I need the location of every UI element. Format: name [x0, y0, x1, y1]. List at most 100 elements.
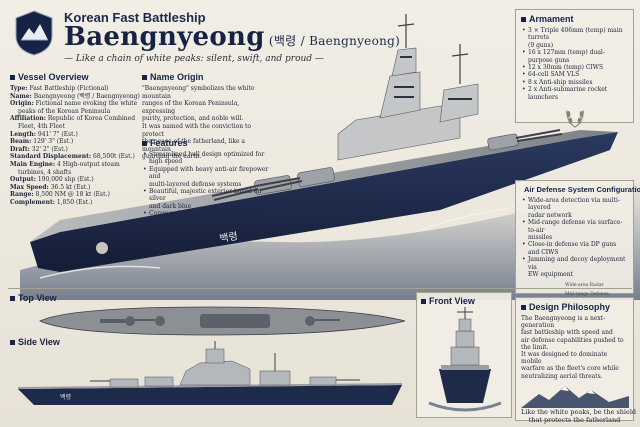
overview-row: Max Speed: 36.5 kt (Est.) [10, 184, 138, 192]
overview-key: Length: [10, 130, 36, 138]
overview-value: 1,850 (Est.) [56, 198, 93, 206]
overview-key: Max Speed: [10, 183, 49, 191]
overview-row: Affiliation: Republic of Korea Combined [10, 115, 138, 123]
feature-item: Streamlined hull design optimized for hi… [142, 151, 270, 166]
design-philosophy-panel: Design Philosophy The Baengnyeong is a n… [515, 297, 637, 424]
design-philosophy-line: warfare as the fleet's core while [521, 365, 619, 373]
battleship-main-illustration: 백령 [20, 14, 640, 300]
vessel-overview-section: Vessel Overview Type: Fast Battleship (F… [10, 72, 140, 207]
feature-item: Equipped with heavy anti-air firepower a… [142, 166, 270, 188]
features-heading: Features [150, 138, 188, 148]
overview-row: Range: 8,500 NM @ 18 kt (Est.) [10, 191, 138, 199]
top-view-drawing [39, 306, 406, 336]
overview-value: Baengnyeong (백령 / Baengnyeong) [33, 92, 140, 100]
armament-item: 16 x 127mm (temp) dual-purpose guns [521, 49, 628, 64]
overview-key: Type: [10, 85, 28, 92]
section-marker-icon [142, 140, 147, 146]
mountain-emblem-icon [15, 10, 53, 56]
overview-value: Fleet, 4th Fleet [18, 122, 66, 130]
hull-marking: 백령 [219, 230, 239, 245]
front-view-panel: Front View [416, 292, 512, 418]
overview-key: Name: [10, 92, 32, 100]
section-marker-icon [521, 16, 526, 22]
name-origin-line: It was named with the conviction to prot… [142, 122, 252, 138]
side-view-label: Side View [18, 337, 60, 347]
overview-value: Fictional name evoking the white [35, 100, 138, 108]
name-origin-line: the peace of the fatherland, like a moun… [142, 138, 246, 153]
top-view-label: Top View [18, 293, 57, 303]
overview-row: Output: 190,000 shp (Est.) [10, 176, 138, 184]
feature-item: Command and air support capabilities as … [142, 210, 270, 232]
ship-name: Baengnyeong [64, 22, 265, 52]
overview-value: peaks of the Korean Peninsula [18, 107, 111, 115]
overview-value: 4 High-output steam [57, 160, 120, 168]
armament-panel: Armament 3 × Triple 406mm (temp) main tu… [515, 9, 634, 128]
overview-row: Name: Baengnyeong (백령 / Baengnyeong) [10, 92, 140, 101]
defense-ring-label: Mid-range Defense [565, 292, 609, 298]
design-philosophy-line: neutralizing aerial threats. [521, 372, 603, 380]
overview-value: Fast Battleship (Fictional) [29, 85, 109, 92]
overview-value: 32' 2" (Est.) [31, 145, 68, 153]
name-origin-line: purity, protection, and noble will. [142, 115, 244, 123]
armament-item: 2 x Anti-submarine rocket launchers [521, 86, 628, 101]
design-philosophy-line: The Baengnyeong is a next-generation [521, 315, 606, 330]
overview-value: 36.5 kt (Est.) [50, 183, 91, 191]
overview-value: 8,500 NM @ 18 kt (Est.) [35, 191, 110, 199]
name-origin-heading: Name Origin [150, 72, 204, 82]
overview-key: Standard Displacement: [10, 153, 92, 161]
design-philosophy-line: air defense capabilities pushed to the l… [521, 336, 624, 351]
armament-item: 12 x 30mm (temp) CIWS [521, 64, 628, 72]
overview-key: Draft: [10, 145, 30, 153]
design-philosophy-line: fast battleship with speed and [521, 329, 613, 337]
front-view-label: Front View [429, 296, 475, 306]
side-view-drawing: 백령 [18, 341, 402, 405]
motto-line: Like the white peaks, be the shield [521, 407, 637, 416]
overview-key: Affiliation: [10, 115, 46, 123]
design-philosophy-line: It was designed to dominate mobile [521, 351, 608, 366]
overview-value: turbines, 4 shafts [18, 168, 72, 176]
armament-heading: Armament [529, 14, 574, 24]
overview-key: Main Engine: [10, 160, 56, 168]
tagline: — Like a chain of white peaks: silent, s… [64, 54, 324, 64]
overview-row: peaks of the Korean Peninsula [10, 108, 138, 116]
section-marker-icon [10, 295, 15, 301]
armament-item: 3 × Triple 406mm (temp) main turrets (9 … [521, 27, 628, 49]
overview-key: Output: [10, 176, 36, 184]
section-marker-icon [521, 304, 526, 310]
air-defense-heading: Air Defense System Configuration [524, 185, 640, 194]
armament-item: 8 x Anti-ship missiles [521, 79, 628, 87]
overview-row: Length: 941' 7" (Est.) [10, 131, 138, 139]
overview-row: Standard Displacement: 68,500t (Est.) [10, 153, 138, 161]
section-marker-icon [421, 298, 426, 304]
design-philosophy-heading: Design Philosophy [529, 302, 611, 312]
overview-row: Complement: 1,850 (Est.) [10, 199, 138, 207]
overview-key: Origin: [10, 100, 34, 108]
overview-value: Republic of Korea Combined [47, 115, 136, 123]
overview-row: turbines, 4 shafts [10, 169, 138, 177]
defense-ring-label: Wide-area Radar [565, 283, 604, 289]
ship-title: Baengnyeong (백령 / Baengnyeong) [64, 22, 400, 52]
air-defense-item: Close-in defense via DP guns and CIWS [521, 241, 628, 256]
front-view-drawing [428, 307, 502, 412]
armament-item: 64-cell SAM VLS [521, 71, 628, 79]
overview-row: Beam: 129' 3" (Est.) [10, 138, 138, 146]
overview-value: 941' 7" (Est.) [37, 130, 78, 138]
air-defense-item: Mid-range defense via surface-to-air mis… [521, 219, 628, 241]
overview-key: Beam: [10, 138, 32, 146]
name-origin-line: "Baengnyeong" symbolizes the white mount… [142, 85, 255, 100]
section-marker-icon [10, 74, 15, 80]
motto-line: that protects the fatherland [528, 415, 621, 424]
air-defense-item: Jamming and decoy deployment via EW equi… [521, 256, 628, 278]
ship-name-alt: (백령 / Baengnyeong) [264, 34, 401, 48]
side-hull-marking: 백령 [60, 393, 71, 401]
air-defense-panel: Air Defense System Configuration Wide-ar… [515, 180, 640, 320]
name-origin-line: ranges of the Korean Peninsula, expressi… [142, 100, 240, 115]
overview-value: 190,000 shp (Est.) [37, 176, 94, 184]
overview-value: 129' 3" (Est.) [33, 138, 74, 146]
air-defense-item: Wide-area detection via multi-layered ra… [521, 197, 628, 219]
overview-row: Type: Fast Battleship (Fictional) [10, 85, 138, 93]
overview-key: Complement: [10, 198, 55, 206]
mountain-range-icon [521, 385, 629, 408]
top-view-section: Top View [10, 293, 410, 339]
ship-class-subtitle: Korean Fast Battleship [64, 10, 206, 25]
